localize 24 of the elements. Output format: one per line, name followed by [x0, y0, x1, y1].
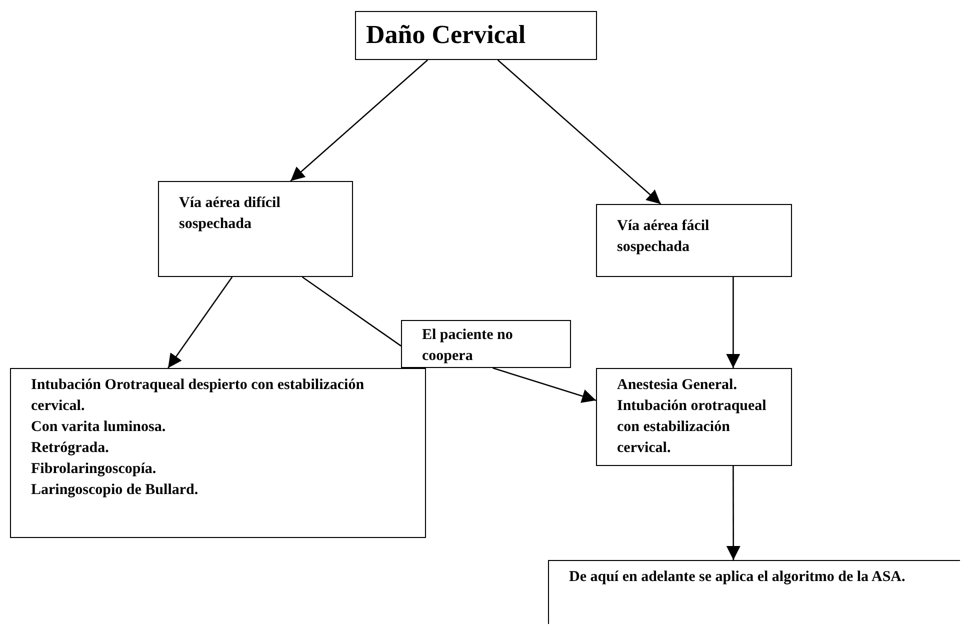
arrow — [168, 276, 233, 368]
arrow — [726, 277, 740, 368]
process-box — [596, 204, 792, 277]
arrow — [726, 466, 740, 560]
process-box — [10, 368, 426, 538]
node-text: Anestesia General. Intubación orotraqueal con estabilización cervical. — [617, 376, 768, 458]
arrow — [492, 367, 596, 403]
node-text: El paciente no coopera — [422, 326, 514, 366]
node-text: Laringoscopio de Bullard. — [31, 481, 198, 500]
node-text: Vía aérea difícil sospechada — [179, 194, 282, 234]
connector-line — [302, 276, 402, 346]
node-text: Vía aérea fácil sospechada — [617, 217, 710, 257]
arrow — [497, 60, 662, 204]
node-text: Intubación Orotraqueal despierto con estabilización cervical. — [31, 376, 366, 416]
process-box — [596, 368, 792, 466]
node-text: Daño Cervical — [366, 19, 526, 51]
process-box — [401, 320, 571, 368]
node-text: Retrógrada. — [31, 439, 109, 458]
node-text: Fibrolaringoscopía. — [31, 460, 156, 479]
title-box — [355, 11, 597, 60]
node-text: De aquí en adelante se aplica el algoritmo de la ASA. — [569, 568, 906, 587]
process-box — [158, 181, 353, 277]
node-text: Con varita luminosa. — [31, 418, 166, 437]
arrow — [290, 60, 428, 182]
